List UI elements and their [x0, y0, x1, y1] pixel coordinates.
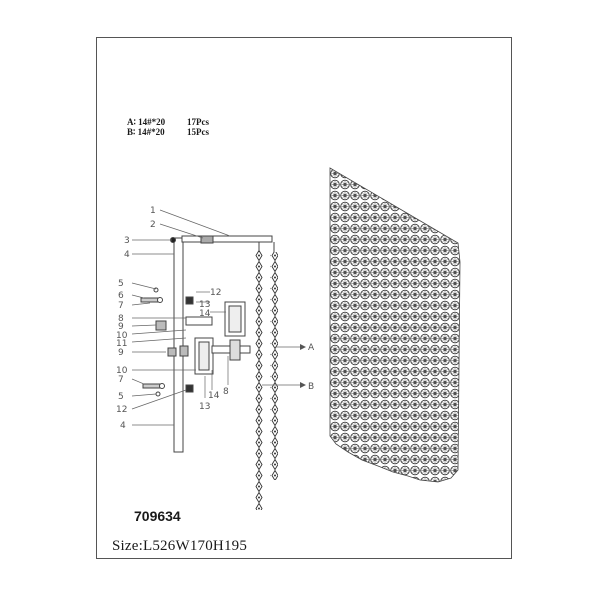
lamp-holders [140, 287, 251, 397]
spec-a-code: A∶ 14#*20 [127, 117, 166, 127]
wall-bracket [170, 235, 273, 453]
callout-7b: 7 [118, 375, 124, 385]
callout-5b: 5 [118, 392, 124, 402]
callout-9: 9 [118, 322, 124, 332]
drawing-border [96, 37, 512, 559]
callout-10: 10 [116, 331, 128, 341]
callout-7: 7 [118, 301, 124, 311]
spec-b-code: B∶ 14#*20 [127, 127, 165, 137]
callout-13b: 13 [199, 402, 210, 412]
callout-6: 6 [118, 291, 124, 301]
callout-b: B [308, 382, 314, 392]
spec-a-qty: 17Pcs [187, 117, 209, 127]
callout-12: 12 [210, 288, 221, 298]
callout-11: 11 [116, 339, 127, 349]
callout-14: 14 [199, 309, 211, 319]
callout-2: 2 [150, 220, 156, 230]
callout-12b: 12 [116, 405, 127, 415]
callout-8: 8 [118, 314, 124, 324]
parts-spec-list: A∶ 14#*20 17Pcs B∶ 14#*20 15Pcs [127, 117, 209, 137]
callout-10b: 10 [116, 366, 128, 376]
callout-9b: 9 [118, 348, 124, 358]
callout-14b: 14 [208, 391, 220, 401]
callout-13: 13 [199, 300, 210, 310]
model-number: 709634 [134, 508, 181, 524]
spec-row-b: B∶ 14#*20 15Pcs [127, 127, 209, 137]
callout-a: A [308, 343, 315, 353]
callout-3: 3 [124, 236, 130, 246]
callout-8b: 8 [223, 387, 229, 397]
crystal-curtain [329, 167, 461, 483]
callout-4: 4 [124, 250, 130, 260]
spec-b-qty: 15Pcs [187, 127, 209, 137]
callout-4b: 4 [120, 421, 126, 431]
spec-row-a: A∶ 14#*20 17Pcs [127, 117, 209, 127]
size-label: Size:L526W170H195 [112, 538, 248, 554]
leader-lines [131, 209, 300, 426]
callout-labels: 1 2 3 4 5 6 7 8 9 10 11 9 10 7 5 12 4 12… [116, 206, 315, 431]
crystal-strands [255, 250, 278, 510]
callout-5: 5 [118, 279, 124, 289]
callout-1: 1 [150, 206, 156, 216]
